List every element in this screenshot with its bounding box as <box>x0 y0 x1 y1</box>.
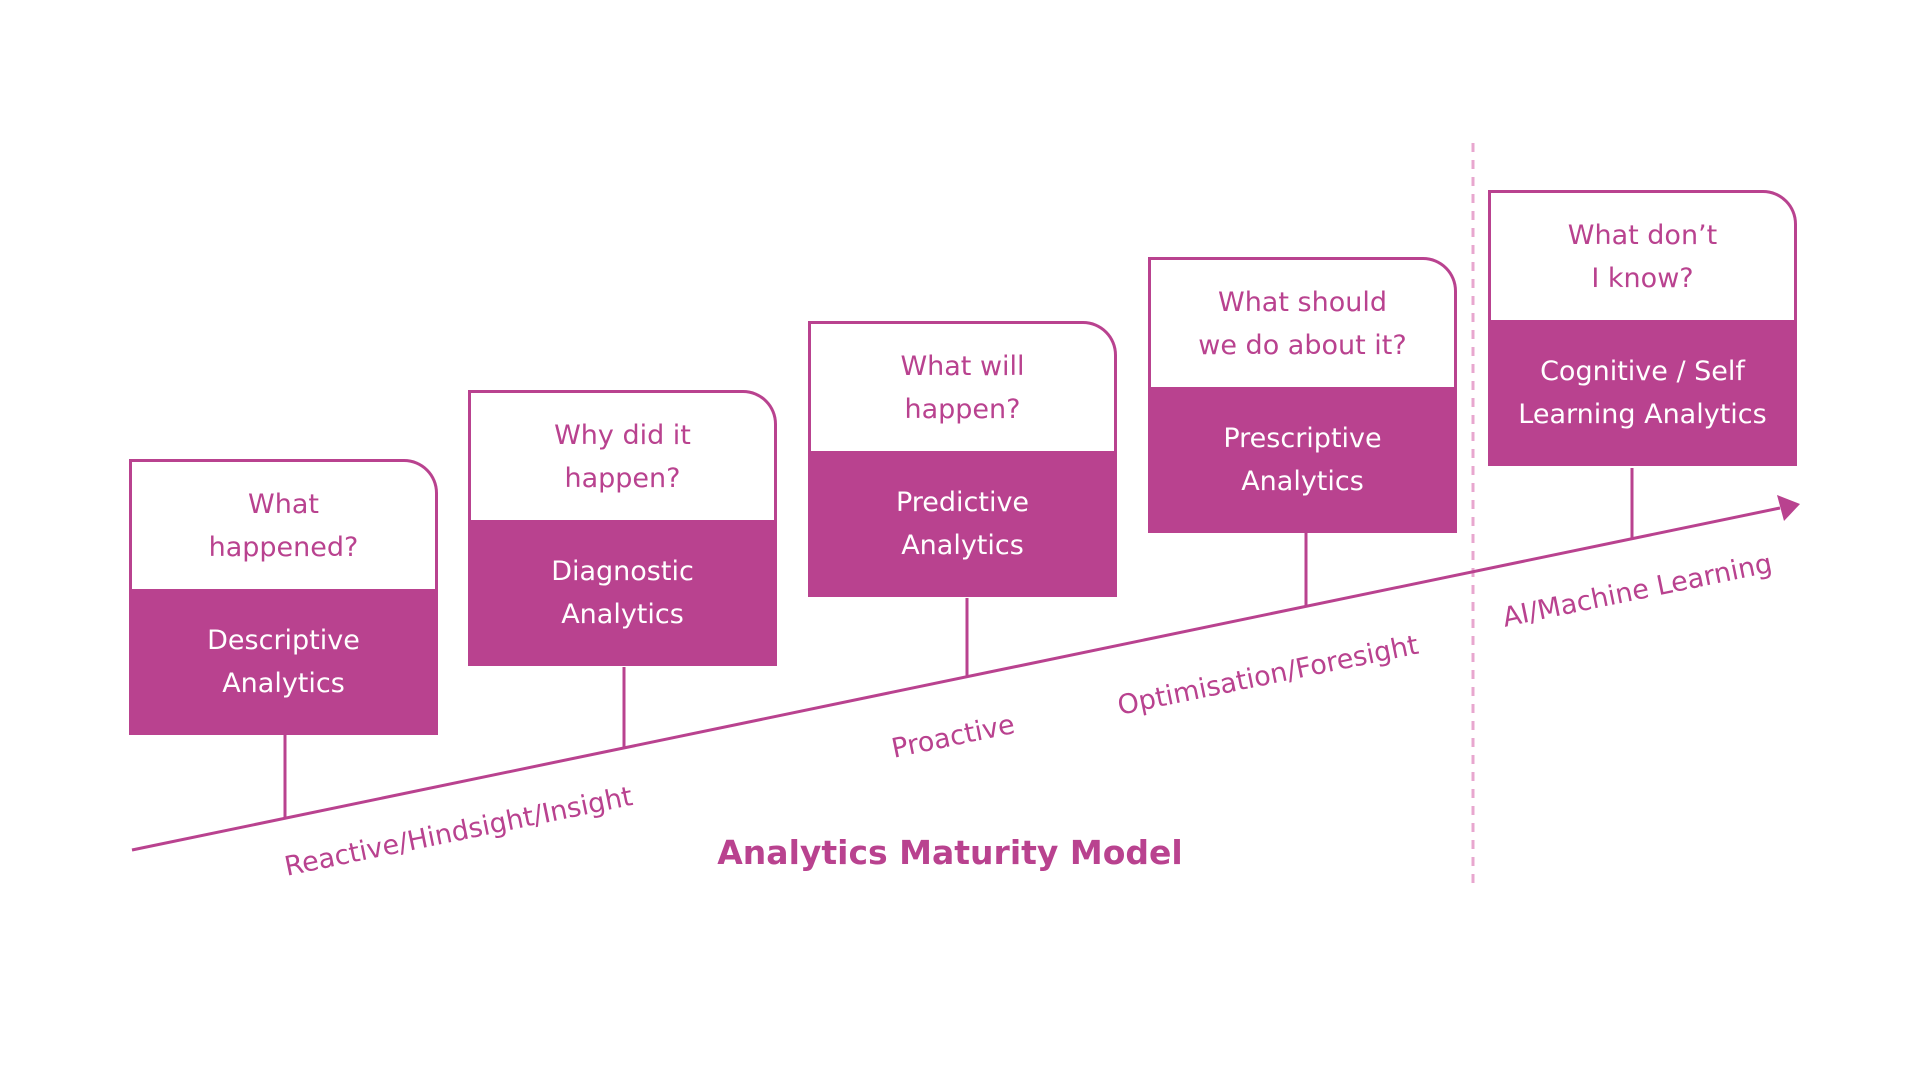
growth-axis-line <box>131 506 1781 852</box>
stage-card-diagnostic: Why did it happen? Diagnostic Analytics <box>468 390 777 666</box>
analytics-type-text: Prescriptive Analytics <box>1223 423 1382 497</box>
analytics-type-text: Predictive Analytics <box>895 487 1030 561</box>
analytics-type-text: Descriptive Analytics <box>207 625 360 699</box>
analytics-panel: Predictive Analytics <box>808 451 1117 597</box>
question-panel: Why did it happen? <box>468 390 777 520</box>
analytics-type-text: Cognitive / Self Learning Analytics <box>1518 356 1767 430</box>
analytics-panel: Descriptive Analytics <box>129 589 438 735</box>
stage-card-descriptive: What happened? Descriptive Analytics <box>129 459 438 735</box>
axis-arrow-head <box>1777 495 1800 521</box>
question-panel: What should we do about it? <box>1148 257 1457 387</box>
analytics-panel: Diagnostic Analytics <box>468 520 777 666</box>
question-panel: What don’t I know? <box>1488 190 1797 320</box>
diagram-title: Analytics Maturity Model <box>717 833 1183 872</box>
question-panel: What will happen? <box>808 321 1117 451</box>
question-text: What will happen? <box>900 350 1025 425</box>
question-panel: What happened? <box>129 459 438 589</box>
question-text: Why did it happen? <box>554 419 691 494</box>
stage-card-predictive: What will happen? Predictive Analytics <box>808 321 1117 597</box>
question-text: What happened? <box>208 488 359 563</box>
analytics-panel: Prescriptive Analytics <box>1148 387 1457 533</box>
stage-card-cognitive: What don’t I know? Cognitive / Self Lear… <box>1488 190 1797 466</box>
analytics-type-text: Diagnostic Analytics <box>551 556 694 630</box>
question-text: What don’t I know? <box>1567 219 1718 294</box>
analytics-panel: Cognitive / Self Learning Analytics <box>1488 320 1797 466</box>
stage-card-prescriptive: What should we do about it? Prescriptive… <box>1148 257 1457 533</box>
question-text: What should we do about it? <box>1198 286 1407 361</box>
